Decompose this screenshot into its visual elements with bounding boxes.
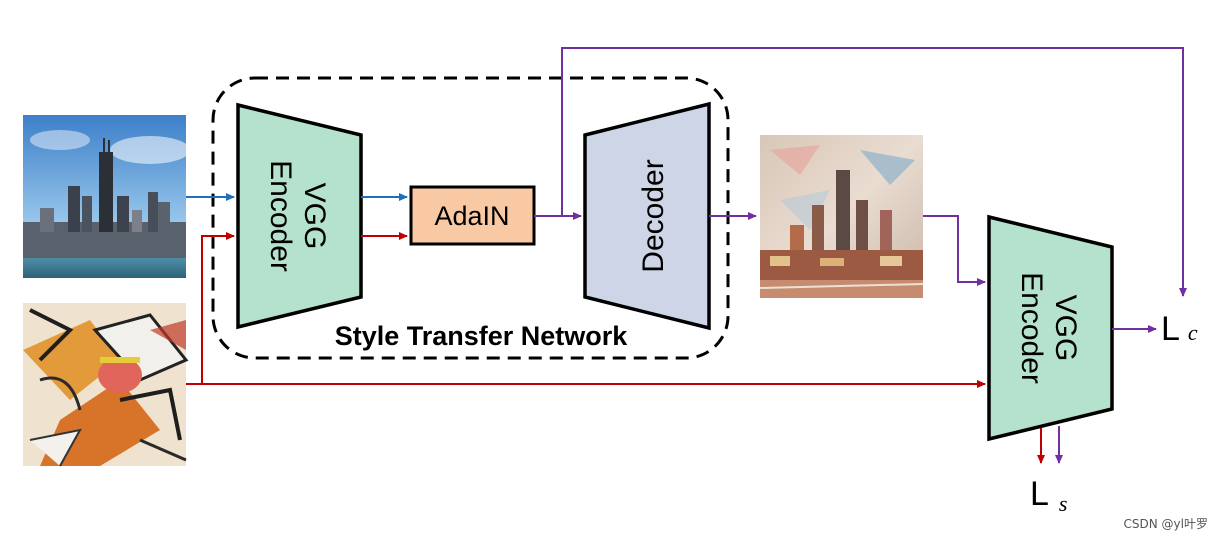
watermark: CSDN @yl叶罗 (1123, 517, 1208, 531)
vgg-encoder-left-line2: Encoder (264, 160, 297, 272)
content-image (23, 115, 190, 278)
style-transfer-network-label: Style Transfer Network (335, 321, 629, 351)
vgg-encoder-right-line2: Encoder (1015, 272, 1048, 384)
adain-label: AdaIN (434, 201, 509, 231)
style-image (23, 303, 189, 467)
output-to-right-encoder-arrow (923, 215, 986, 286)
vgg-encoder-right (987, 214, 1114, 442)
vgg-encoder-right-line1: VGG (1049, 295, 1082, 362)
adain-target-to-content-loss-arrow (561, 47, 1187, 297)
adain-box (409, 185, 536, 246)
vgg-encoder-left (236, 102, 363, 330)
decoder-label: Decoder (637, 159, 670, 272)
stylized-output-image (759, 135, 924, 298)
decoder (583, 101, 711, 331)
vgg-encoder-left-line1: VGG (298, 183, 331, 250)
style-transfer-network-boundary (211, 76, 730, 360)
style-to-encoder-arrow (186, 232, 235, 385)
